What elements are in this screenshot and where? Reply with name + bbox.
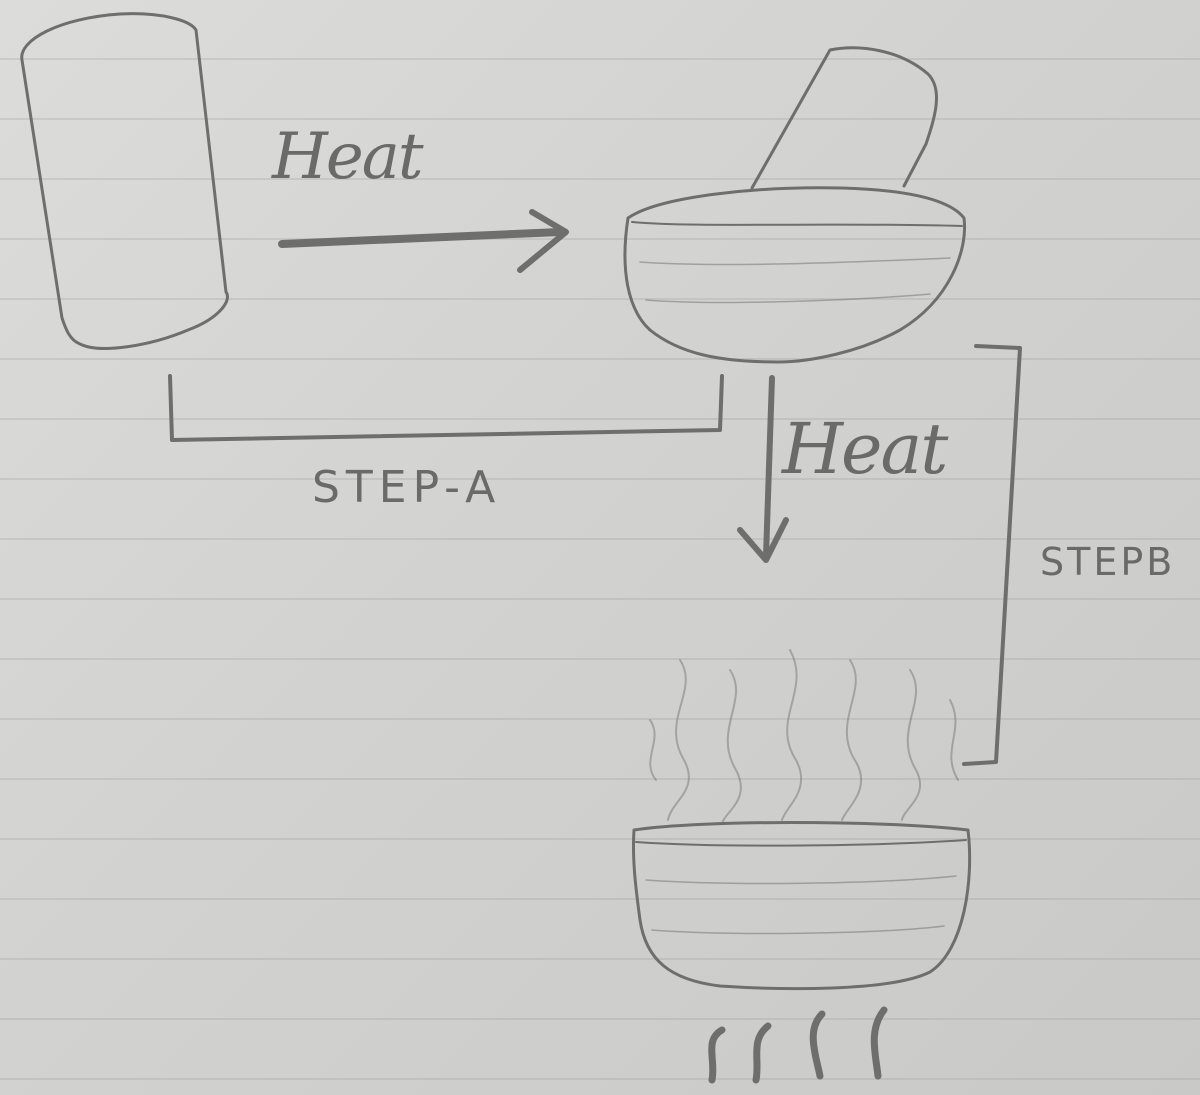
heat-arrow-down-head [737,517,789,563]
flame-icon [752,1022,772,1084]
bowl-bottom [631,821,972,991]
melting-block [750,46,938,190]
flame-icon [809,1010,826,1080]
solid-block [20,12,229,350]
bowl-bottom-shading [645,875,957,935]
bowl-bottom-rim [635,839,967,847]
flame-icons [708,1006,888,1084]
bowl-middle [623,186,967,364]
step-b-label: STEPB [1040,540,1176,584]
flame-icon [870,1006,888,1080]
step-b-bracket [962,344,1022,766]
heat-arrow-right [278,228,564,248]
bowl-middle-rim [631,221,963,227]
heat-arrow-right-head [517,209,569,273]
step-a-bracket [168,374,724,442]
heat-label-step-a: Heat [272,120,424,194]
bowl-middle-shading [639,257,951,304]
flame-icon [708,1026,726,1084]
vapour-wisps [649,649,959,825]
heat-label-step-b: Heat [782,408,948,490]
step-a-label: STEP-A [312,462,502,513]
heat-arrow-down [763,375,775,559]
